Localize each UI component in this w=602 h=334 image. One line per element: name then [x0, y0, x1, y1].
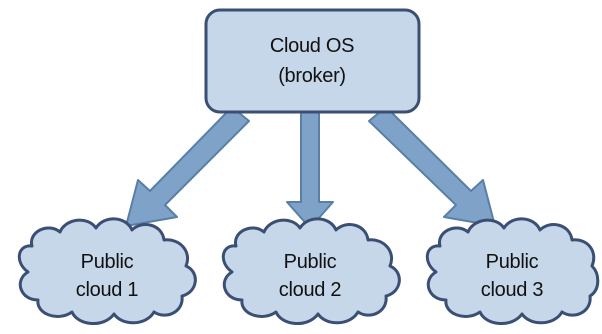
- arrow-to-public-cloud-3: [368, 106, 496, 227]
- cloud-os-broker-box: Cloud OS (broker): [204, 8, 421, 114]
- arrow-to-public-cloud-1: [125, 106, 250, 227]
- broker-title: Cloud OS: [270, 35, 354, 57]
- cloud-1-line2: cloud 1: [76, 279, 139, 301]
- public-cloud-2: Public cloud 2: [221, 217, 401, 325]
- cloud-3-line2: cloud 3: [481, 279, 544, 301]
- public-cloud-3: Public cloud 3: [425, 217, 600, 325]
- cloud-1-line1: Public: [81, 251, 134, 273]
- cloud-3-line1: Public: [486, 251, 539, 273]
- public-cloud-1: Public cloud 1: [17, 217, 197, 325]
- cloud-2-line2: cloud 2: [279, 279, 342, 301]
- cloud-2-line1: Public: [284, 251, 337, 273]
- broker-subtitle: (broker): [278, 65, 346, 87]
- arrow-to-public-cloud-2: [286, 106, 334, 229]
